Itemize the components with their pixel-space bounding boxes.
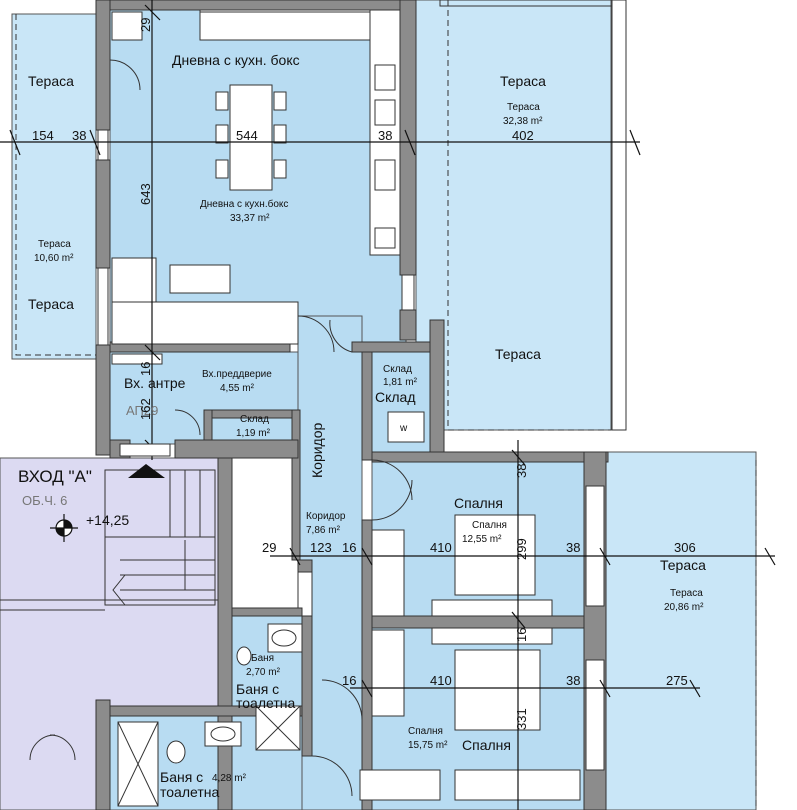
furniture: ✳ w — [29, 9, 581, 807]
entry-code: АП29 — [126, 403, 158, 418]
terrace-right-title: Тераса — [500, 73, 546, 89]
bedroom-1-area: 12,55 m² — [462, 534, 502, 545]
entrance-label: ВХОД "А" — [18, 467, 92, 486]
dim-38-e: 38 — [566, 673, 580, 688]
dim-123: 123 — [310, 540, 332, 555]
bath-1-title-2: тоалетна — [236, 695, 295, 711]
bath-1-area: 2,70 m² — [246, 667, 281, 678]
entrance-arrow-icon — [128, 464, 165, 478]
washing-machine-icon: w — [399, 423, 408, 434]
dim-16-d: 16 — [342, 673, 356, 688]
dim-299: 299 — [514, 538, 529, 560]
terrace-right-area: 32,38 m² — [503, 116, 543, 127]
terrace-3-area: 20,86 m² — [664, 602, 704, 613]
terrace-right-name: Тераса — [507, 102, 540, 113]
storage-2-title: Склад — [375, 389, 416, 405]
room-labels: Тераса Тераса 10,60 m² Тераса Дневна с к… — [18, 52, 706, 800]
bedroom-2-area: 15,75 m² — [408, 740, 448, 751]
dim-643: 643 — [138, 183, 153, 205]
dim-154: 154 — [32, 128, 54, 143]
bedroom-2-name: Спалня — [408, 726, 443, 737]
terrace-left-name: Тераса — [38, 239, 71, 250]
dim-331: 331 — [514, 708, 529, 730]
terrace-left-title-top: Тераса — [28, 73, 74, 89]
dim-38-a: 38 — [72, 128, 86, 143]
right-terrace-area — [415, 0, 612, 431]
dim-38-b: 38 — [378, 128, 392, 143]
level-value: +14,25 — [86, 512, 129, 528]
bedroom-1-title: Спалня — [454, 495, 503, 511]
staircase — [0, 469, 218, 611]
bedroom-2-title: Спалня — [462, 737, 511, 753]
bath-1-title-1: Баня с — [236, 681, 279, 697]
dim-402: 402 — [512, 128, 534, 143]
dim-16-a: 16 — [138, 362, 153, 376]
entry-title: Вх. антре — [124, 375, 186, 391]
bath-1-name: Баня — [251, 653, 274, 664]
dim-29-top: 29 — [138, 18, 153, 32]
living-room-title: Дневна с кухн. бокс — [172, 52, 300, 68]
floor-code: ОБ.Ч. 6 — [22, 493, 67, 508]
terrace-left-area: 10,60 m² — [34, 253, 74, 264]
terrace-3-title: Тераса — [660, 557, 706, 573]
left-terrace-area — [11, 13, 97, 360]
entry-name: Вх.преддверие — [202, 369, 272, 380]
bath-2-title-1: Баня с — [160, 769, 203, 785]
storage-2-area: 1,81 m² — [383, 377, 418, 388]
dim-16-c: 16 — [514, 628, 529, 642]
dim-162: 162 — [138, 398, 153, 420]
terrace-outlines — [15, 0, 757, 810]
storage-1-area: 1,19 m² — [236, 428, 271, 439]
dim-29-mid: 29 — [262, 540, 276, 555]
storage-2-name: Склад — [383, 364, 412, 375]
living-room-area: 33,37 m² — [230, 213, 270, 224]
bottom-right-terrace-area — [605, 451, 757, 810]
entrance-door-opening — [119, 443, 171, 457]
terrace-3-name: Тераса — [670, 588, 703, 599]
dim-38-c: 38 — [514, 464, 529, 478]
bedroom-1-name: Спалня — [472, 520, 507, 531]
bath-2-title-2: тоалетна — [160, 784, 219, 800]
dim-410-a: 410 — [430, 540, 452, 555]
storage-1-name: Склад — [240, 414, 269, 425]
dim-410-b: 410 — [430, 673, 452, 688]
corridor-title: Коридор — [309, 422, 325, 478]
terrace-right-title-2: Тераса — [495, 346, 541, 362]
dim-16-b: 16 — [342, 540, 356, 555]
bath-2-area: 4,28 m² — [212, 773, 247, 784]
dim-38-d: 38 — [566, 540, 580, 555]
walls — [95, 0, 609, 810]
terrace-left-title-bottom: Тераса — [28, 296, 74, 312]
dim-544: 544 — [236, 128, 258, 143]
dimension-numbers: 154 38 544 38 402 29 643 16 162 38 29 12… — [32, 18, 696, 730]
entry-area: 4,55 m² — [220, 383, 255, 394]
corridor-name: Коридор — [306, 511, 346, 522]
dim-275: 275 — [666, 673, 688, 688]
dim-306: 306 — [674, 540, 696, 555]
corridor-area: 7,86 m² — [306, 525, 341, 536]
living-room-name: Дневна с кухн.бокс — [200, 198, 288, 210]
